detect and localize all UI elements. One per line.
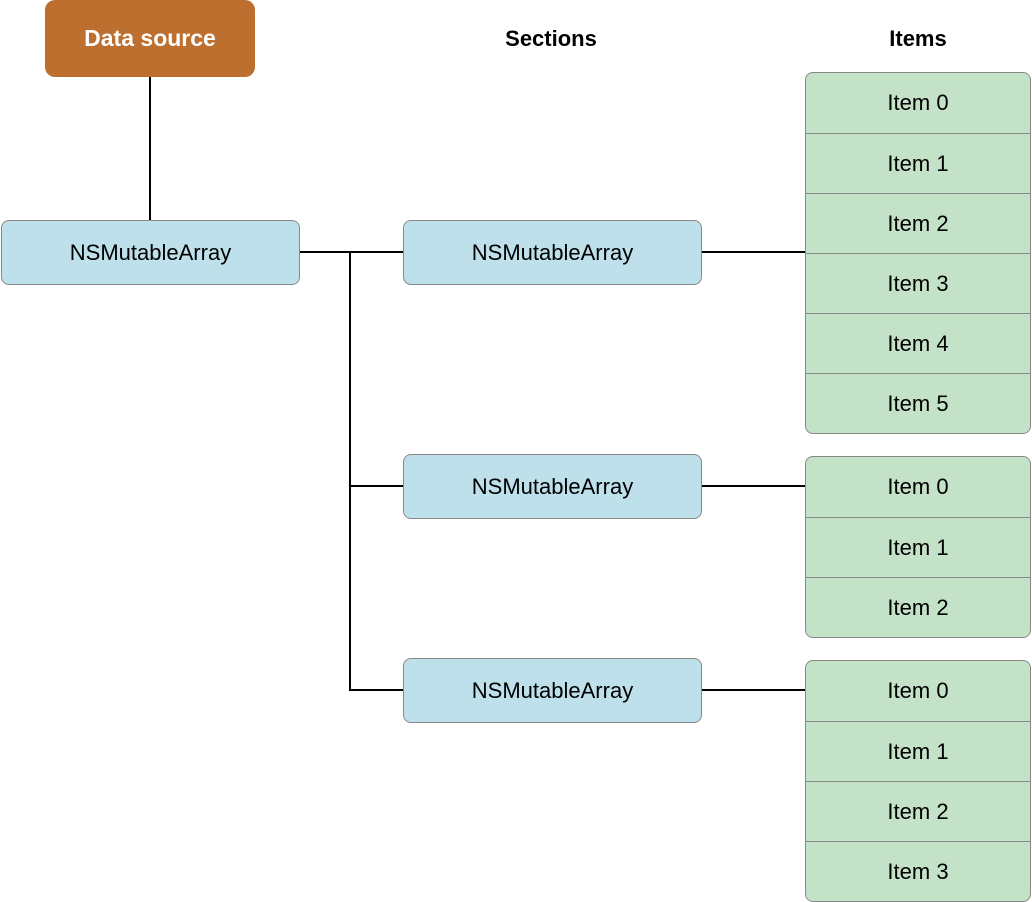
connector-trunk-section-2 (349, 689, 403, 691)
connector-section-2-items (701, 689, 805, 691)
data-source-node: Data source (45, 0, 255, 77)
item-cell: Item 1 (806, 721, 1030, 781)
root-array-node: NSMutableArray (1, 220, 300, 285)
item-cell: Item 1 (806, 133, 1030, 193)
item-cell: Item 4 (806, 313, 1030, 373)
section-array-node-2: NSMutableArray (403, 658, 702, 723)
item-cell: Item 2 (806, 781, 1030, 841)
connector-trunk-vertical (349, 251, 351, 691)
item-cell: Item 3 (806, 841, 1030, 901)
item-cell: Item 2 (806, 577, 1030, 637)
connector-section-1-items (701, 485, 805, 487)
connector-trunk-section-1 (349, 485, 403, 487)
sections-header: Sections (505, 26, 597, 51)
item-cell: Item 1 (806, 517, 1030, 577)
section-array-node-1: NSMutableArray (403, 454, 702, 519)
item-cell: Item 0 (887, 474, 949, 499)
item-cell: Item 0 (887, 90, 949, 115)
item-cell: Item 5 (806, 373, 1030, 433)
item-cell: Item 0 (887, 678, 949, 703)
connector-datasource-root (149, 77, 151, 220)
item-cell: Item 3 (806, 253, 1030, 313)
item-cell: Item 2 (806, 193, 1030, 253)
section-array-node-0: NSMutableArray (403, 220, 702, 285)
connector-root-trunk (299, 251, 403, 253)
items-header: Items (889, 26, 947, 51)
connector-section-0-items (701, 251, 805, 253)
